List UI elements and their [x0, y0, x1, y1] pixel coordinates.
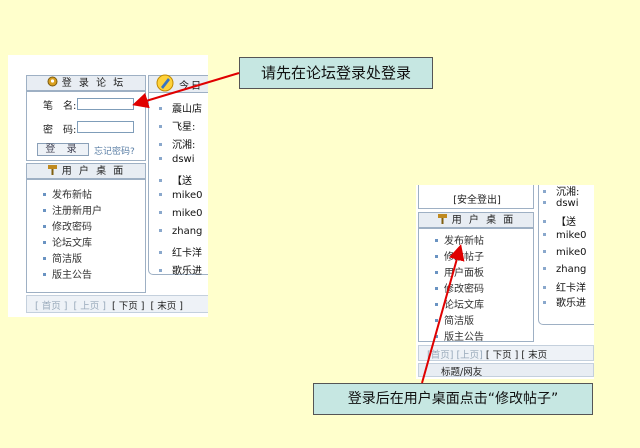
user-desk-panel: 发布新帖 注册新用户 修改密码 论坛文库 简洁版 版主公告	[26, 179, 146, 293]
post-item[interactable]: zhang	[159, 226, 202, 237]
right-forum-screenshot: [安全登出] 用 户 桌 面 发布新帖 修改帖子 用户面板 修改密码 论坛文库 …	[416, 185, 594, 379]
login-panel: 笔 名: 密 码: 登 录 忘记密码?	[26, 91, 146, 161]
today-posts-panel: 今日 震山店 飞星: 沉湘: dswi 【送 mike0 mike0 zhang…	[148, 73, 208, 277]
pager-prev[interactable]: [上页]	[456, 350, 483, 361]
pager-next[interactable]: [ 下页 ]	[485, 350, 519, 361]
today-tab[interactable]: 今日	[149, 73, 208, 96]
menu-item-user-panel[interactable]: 用户面板	[435, 264, 484, 279]
menu-item-library[interactable]: 论坛文库	[43, 234, 92, 249]
menu-item-edit-post[interactable]: 修改帖子	[435, 248, 484, 263]
username-label: 笔 名:	[43, 101, 77, 112]
menu-item-notice[interactable]: 版主公告	[435, 328, 484, 343]
pager-prev[interactable]: [ 上页 ]	[73, 301, 106, 312]
pager-first[interactable]: [首页]	[427, 350, 454, 361]
title-bar-text: 标题/网友	[441, 367, 483, 378]
post-item[interactable]: 震山店	[159, 100, 202, 115]
login-button[interactable]: 登 录	[37, 143, 89, 156]
pager: [首页] [上页] [ 下页 ] [ 末页	[427, 347, 547, 361]
desk-icon	[47, 164, 58, 175]
callout-click-edit-post: 登录后在用户桌面点击“修改帖子”	[313, 383, 593, 415]
post-item[interactable]: mike0	[543, 247, 586, 258]
title-bar: 标题/网友	[418, 363, 594, 378]
user-desk-title: 用 户 桌 面	[26, 163, 146, 179]
pager-last[interactable]: [ 末页 ]	[150, 301, 183, 312]
today-tab-label: 今日	[179, 81, 203, 92]
logout-link[interactable]: [安全登出]	[453, 195, 501, 206]
menu-item-library[interactable]: 论坛文库	[435, 296, 484, 311]
desk-icon	[437, 213, 448, 224]
user-desk-title-text: 用 户 桌 面	[61, 166, 126, 177]
menu-item-simple[interactable]: 简洁版	[43, 250, 82, 265]
pager-first[interactable]: [ 首页 ]	[35, 301, 68, 312]
menu-item-simple[interactable]: 简洁版	[435, 312, 474, 327]
user-desk-title-right: 用 户 桌 面	[418, 212, 534, 228]
post-item[interactable]: 红卡洋	[159, 244, 202, 259]
menu-item-notice[interactable]: 版主公告	[43, 266, 92, 281]
menu-item-register[interactable]: 注册新用户	[43, 202, 102, 217]
user-desk-title-text: 用 户 桌 面	[451, 215, 516, 226]
password-input[interactable]	[77, 121, 134, 133]
post-item[interactable]: 歌乐进	[543, 294, 586, 309]
post-item[interactable]: mike0	[159, 208, 202, 219]
logout-box: [安全登出]	[418, 185, 534, 209]
login-icon	[47, 76, 58, 87]
post-item[interactable]: 歌乐进	[159, 262, 202, 277]
post-item[interactable]: 【送	[543, 213, 576, 228]
menu-item-new-post[interactable]: 发布新帖	[435, 232, 484, 247]
left-forum-screenshot: 登 录 论 坛 笔 名: 密 码: 登 录 忘记密码? 用 户 桌 面 发布新帖…	[8, 55, 208, 317]
post-item[interactable]: 沉湘:	[543, 185, 579, 198]
pager-bar-right: [首页] [上页] [ 下页 ] [ 末页	[418, 345, 594, 361]
login-title-text: 登 录 论 坛	[61, 78, 126, 89]
post-item[interactable]: mike0	[543, 230, 586, 241]
menu-item-change-password[interactable]: 修改密码	[435, 280, 484, 295]
login-panel-title: 登 录 论 坛	[26, 75, 146, 91]
pager: [ 首页 ] [ 上页 ] [ 下页 ] [ 末页 ]	[35, 298, 183, 312]
post-item[interactable]: zhang	[543, 264, 586, 275]
pager-bar: [ 首页 ] [ 上页 ] [ 下页 ] [ 末页 ]	[26, 295, 208, 313]
pager-last[interactable]: [ 末页	[521, 350, 548, 361]
posts-panel-right: 沉湘: dswi 【送 mike0 mike0 zhang 红卡洋 歌乐进	[538, 185, 594, 325]
post-item[interactable]: 飞星:	[159, 118, 195, 133]
username-input[interactable]	[77, 98, 134, 110]
post-item[interactable]: dswi	[159, 154, 195, 165]
password-label: 密 码:	[43, 125, 77, 136]
post-item[interactable]: 红卡洋	[543, 279, 586, 294]
user-desk-panel-right: 发布新帖 修改帖子 用户面板 修改密码 论坛文库 简洁版 版主公告	[418, 228, 534, 343]
pencil-icon	[155, 73, 175, 96]
pager-next[interactable]: [ 下页 ]	[112, 301, 145, 312]
post-item[interactable]: mike0	[159, 190, 202, 201]
post-item[interactable]: 【送	[159, 172, 192, 187]
forgot-password-link[interactable]: 忘记密码?	[94, 147, 135, 157]
callout-login-first: 请先在论坛登录处登录	[239, 57, 433, 89]
menu-item-new-post[interactable]: 发布新帖	[43, 186, 92, 201]
post-item[interactable]: dswi	[543, 198, 579, 209]
post-item[interactable]: 沉湘:	[159, 136, 195, 151]
menu-item-change-password[interactable]: 修改密码	[43, 218, 92, 233]
